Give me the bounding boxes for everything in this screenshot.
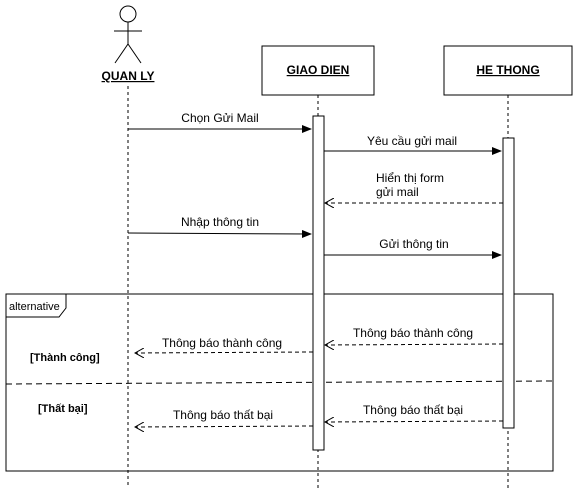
alt-fragment: alternative [Thành công] [Thất bại] [5,293,554,472]
message-thong-bao-thanh-cong-giao-dien: Thông báo thành công [135,336,314,353]
fragment-label-tab [5,293,67,318]
activation-giao-dien [312,115,325,451]
actor-quan-ly: QUAN LY [102,5,155,83]
message-chon-gui-mail: Chọn Gửi Mail [128,111,312,133]
guard-success: [Thành công] [30,352,100,364]
message-label: Thông báo thành công [353,326,473,340]
message-yeu-cau-gui-mail: Yêu cầu gửi mail [324,134,502,155]
participant-name: GIAO DIEN [287,63,350,77]
participant-he-thong: HE THONG [443,45,573,96]
message-label-line-2: gửi mail [376,185,419,199]
stick-figure-icon [114,5,142,64]
message-label-line-1: Hiển thị form [376,171,444,185]
activation-he-thong [502,137,515,429]
message-label: Gửi thông tin [379,237,448,251]
message-label: Yêu cầu gửi mail [367,134,457,148]
message-thong-bao-thanh-cong-he-thong: Thông báo thành công [325,326,504,345]
message-label: Thông báo thất bại [173,408,273,422]
participant-giao-dien: GIAO DIEN [261,45,375,96]
fragment-separator [5,380,554,385]
message-label: Thông báo thất bại [363,403,463,417]
message-nhap-thong-tin: Nhập thông tin [127,215,312,238]
message-label: Thông báo thành công [162,336,282,350]
fragment-label: alternative [9,301,60,313]
message-gui-thong-tin: Gửi thông tin [324,237,502,259]
message-label: Chọn Gửi Mail [181,111,258,125]
message-thong-bao-that-bai-he-thong: Thông báo thất bại [325,403,504,422]
message-thong-bao-that-bai-giao-dien: Thông báo thất bại [135,408,314,427]
guard-failure: [Thất bại] [38,403,88,415]
message-label: Nhập thông tin [181,215,259,229]
actor-name: QUAN LY [102,69,155,83]
participant-name: HE THONG [476,63,539,77]
message-hien-thi-form: Hiển thị form gửi mail [325,171,503,203]
